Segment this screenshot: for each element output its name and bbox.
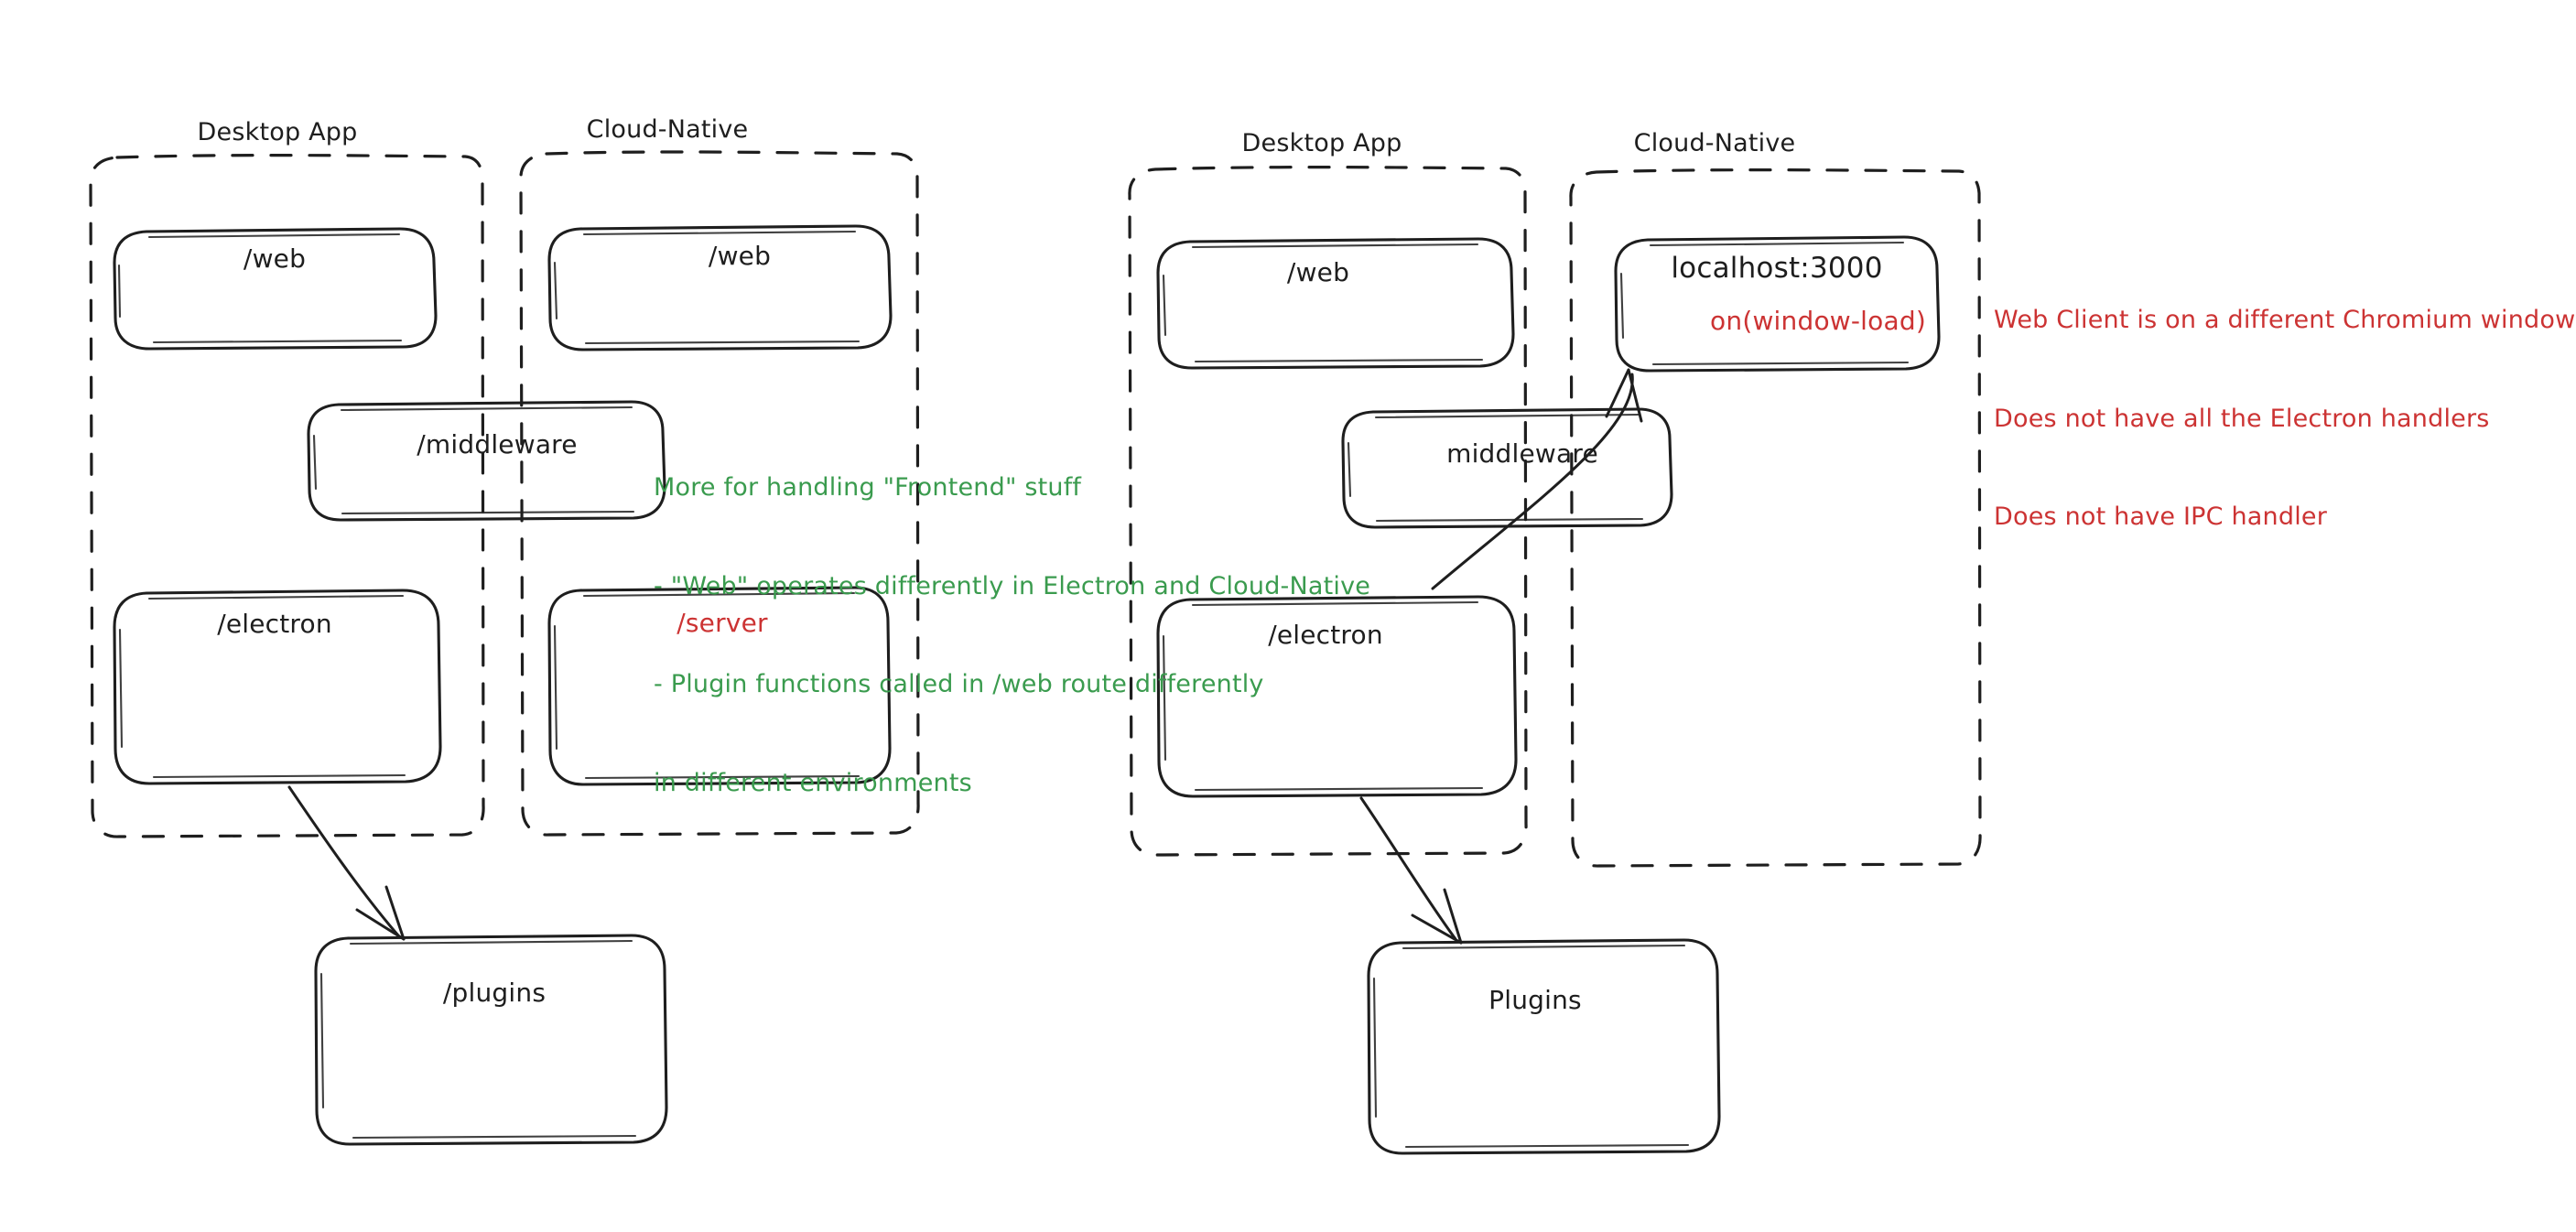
annotation-frontend-line-1: More for handling "Frontend" stuff <box>654 472 1082 502</box>
box-web-right-desktop <box>1156 237 1515 370</box>
box-label-electron-left: /electron <box>217 609 332 639</box>
annotation-web-client-line-3: Does not have IPC handler <box>1994 503 2328 532</box>
box-localhost-3000 <box>1614 235 1941 373</box>
box-web-left-desktop <box>113 227 438 351</box>
box-label-server-left: /server <box>676 608 768 638</box>
box-label-plugins-left: /plugins <box>442 978 547 1008</box>
box-plugins-left <box>314 934 668 1146</box>
box-middleware-left <box>307 400 666 522</box>
box-label-localhost-3000: localhost:3000 <box>1671 252 1883 285</box>
annotation-frontend-line-3: - Plugin functions called in /web route … <box>654 670 1264 699</box>
annotation-frontend-line-4: in different environments <box>654 768 972 797</box>
box-middleware-right <box>1341 407 1673 529</box>
annotation-frontend-line-2: - "Web" operates differently in Electron… <box>654 571 1371 600</box>
arrow-electron-to-plugins-left <box>287 785 406 941</box>
group-frame-cloud-native-right <box>1569 168 1982 868</box>
box-label-middleware-left: /middleware <box>417 429 578 459</box>
box-label-web-left-cloud: /web <box>708 241 772 271</box>
group-frame-desktop-app-right <box>1128 166 1528 857</box>
box-electron-right <box>1156 595 1518 798</box>
box-electron-left <box>113 589 442 785</box>
box-label-electron-right: /electron <box>1268 620 1383 650</box>
group-title-desktop-app-left: Desktop App <box>197 118 358 146</box>
group-title-cloud-native-right: Cloud-Native <box>1633 129 1796 157</box>
box-label-plugins-right: Plugins <box>1488 985 1582 1015</box>
box-web-left-cloud <box>547 224 893 351</box>
box-label-web-left-desktop: /web <box>243 243 307 274</box>
annotation-frontend-note: More for handling "Frontend" stuff - "We… <box>654 405 1370 866</box>
box-plugins-right <box>1367 938 1721 1155</box>
arrow-electron-to-plugins-right <box>1359 796 1463 945</box>
box-sublabel-on-window-load: on(window-load) <box>1710 306 1926 336</box>
box-server-left <box>547 586 892 786</box>
group-frame-desktop-app-left <box>89 154 485 838</box>
group-title-cloud-native-left: Cloud-Native <box>586 115 749 144</box>
group-frame-cloud-native-left <box>519 150 920 837</box>
box-label-web-right-desktop: /web <box>1286 257 1350 287</box>
annotation-web-client-note: Web Client is on a different Chromium wi… <box>1994 238 2575 600</box>
annotation-web-client-line-1: Web Client is on a different Chromium wi… <box>1994 305 2576 334</box>
group-title-desktop-app-right: Desktop App <box>1241 129 1402 157</box>
box-label-middleware-right: middleware <box>1446 438 1598 469</box>
annotation-web-client-line-2: Does not have all the Electron handlers <box>1994 404 2490 433</box>
arrow-electron-to-localhost <box>1431 368 1643 590</box>
